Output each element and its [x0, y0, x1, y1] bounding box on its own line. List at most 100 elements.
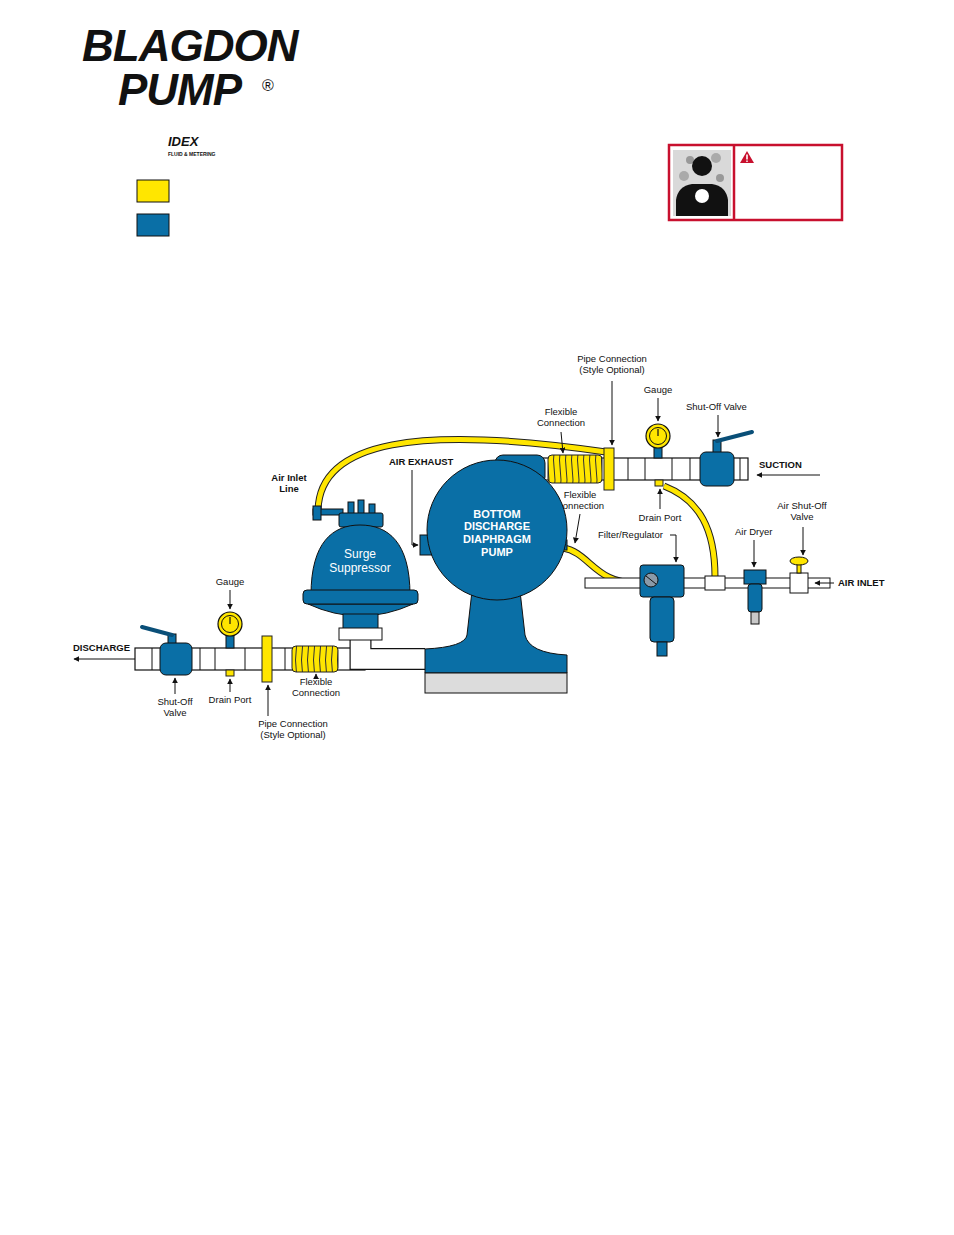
air-dryer	[744, 570, 766, 584]
flow-arrow	[815, 583, 834, 584]
brand-logo: IDEX	[168, 134, 198, 150]
pressure-gauge	[218, 612, 242, 648]
legend-swatch	[137, 180, 169, 202]
pipe-flange	[262, 636, 272, 682]
surge-suppressor: Surge Suppressor	[303, 500, 418, 640]
shape-part	[425, 673, 567, 693]
legend-swatch	[137, 214, 169, 236]
warning-box	[716, 174, 724, 182]
node-label: BOTTOM DISCHARGE DIAPHRAGM PUMP	[447, 508, 547, 559]
pipe-connector	[361, 640, 426, 659]
discharge-pipe	[215, 648, 216, 670]
shape-part	[425, 591, 567, 673]
node-label: Surge Suppressor	[314, 548, 406, 576]
leader-line	[658, 398, 659, 421]
discharge-pipe	[152, 648, 153, 670]
part-label: Drain Port	[209, 694, 252, 705]
shape-part	[358, 500, 364, 514]
part-label: Drain Port	[639, 512, 682, 523]
filter-regulator	[640, 565, 684, 656]
part-label: Pipe Connection (Style Optional)	[567, 353, 657, 376]
shut-off-valve	[700, 432, 752, 486]
leader-line	[412, 470, 418, 545]
leader-line	[268, 685, 269, 716]
suction-pipe	[628, 458, 629, 480]
filter-regulator	[644, 573, 658, 587]
part-label: Flexible Connection	[286, 676, 346, 699]
pressure-gauge	[218, 612, 242, 636]
air-dryer	[748, 584, 762, 612]
leader-line	[575, 514, 580, 543]
warning-box	[692, 156, 712, 176]
logo-mark: ®	[262, 76, 274, 95]
part-label: Shut-Off Valve	[150, 696, 200, 719]
part-label: Air Inlet Line	[264, 472, 314, 495]
part-label: Flexible Connection	[531, 406, 591, 429]
logo-text: BLAGDON	[82, 24, 297, 68]
flexible-connection	[548, 455, 602, 483]
suction-pipe	[740, 458, 741, 480]
leader-line	[612, 381, 613, 445]
pressure-gauge	[657, 429, 658, 436]
flow-arrow	[815, 583, 834, 584]
legend-swatch	[137, 180, 169, 236]
pressure-gauge	[646, 424, 670, 458]
air-line	[705, 576, 725, 590]
warning-box	[695, 189, 709, 203]
part-label: Air Shut-Off Valve	[767, 500, 837, 523]
pump-body-shape	[425, 455, 567, 693]
pressure-gauge	[229, 617, 230, 624]
leader-line	[561, 432, 563, 453]
warning-box	[746, 161, 748, 162]
discharge-pipe	[200, 648, 201, 670]
filter-regulator	[650, 597, 674, 642]
shut-off-valve	[717, 432, 752, 441]
flexible-connection	[292, 646, 338, 672]
air-shut-off-valve	[790, 573, 808, 593]
warning-box	[733, 145, 736, 220]
pressure-gauge	[222, 616, 239, 633]
pipe-outline	[361, 640, 426, 659]
brand-tagline: FLUID & METERING	[168, 151, 216, 157]
leader-line	[316, 674, 317, 675]
leader-line	[803, 527, 804, 555]
part-label: Shut-Off Valve	[686, 401, 747, 412]
part-label: AIR EXHAUST	[389, 456, 453, 467]
leader-line	[230, 590, 231, 609]
shape-part	[339, 628, 382, 640]
flow-label: SUCTION	[759, 459, 802, 470]
drain-port	[226, 670, 234, 676]
shut-off-valve	[160, 643, 192, 675]
pressure-gauge	[650, 428, 667, 445]
flow-label: DISCHARGE	[73, 642, 130, 653]
pressure-gauge	[646, 424, 670, 448]
leader-line	[754, 540, 755, 567]
leader-line	[660, 489, 661, 509]
drain-port	[655, 480, 663, 486]
flow-arrow	[757, 475, 820, 476]
shape-part	[427, 460, 567, 600]
shape-part	[313, 506, 321, 520]
filter-regulator	[646, 576, 656, 584]
shut-off-valve	[700, 452, 734, 486]
flow-label: AIR INLET	[838, 577, 884, 588]
pipe-flange	[604, 448, 614, 490]
air-dryer	[751, 612, 759, 624]
part-label: Gauge	[644, 384, 673, 395]
shape-part	[303, 590, 418, 604]
discharge-pipe	[285, 648, 286, 670]
pipe-fill	[361, 640, 426, 659]
filter-regulator	[640, 565, 684, 597]
part-label: Filter/Regulator	[598, 529, 663, 540]
flow-arrow	[757, 475, 820, 476]
filter-regulator	[657, 642, 667, 656]
logo-text: PUMP	[118, 68, 241, 112]
suction-pipe	[690, 458, 691, 480]
leader-line	[718, 415, 719, 437]
part-label: Air Dryer	[735, 526, 772, 537]
part-label: Gauge	[216, 576, 245, 587]
air-shut-off-valve	[790, 557, 808, 593]
air-hose	[664, 486, 715, 577]
warning-box	[746, 155, 748, 160]
